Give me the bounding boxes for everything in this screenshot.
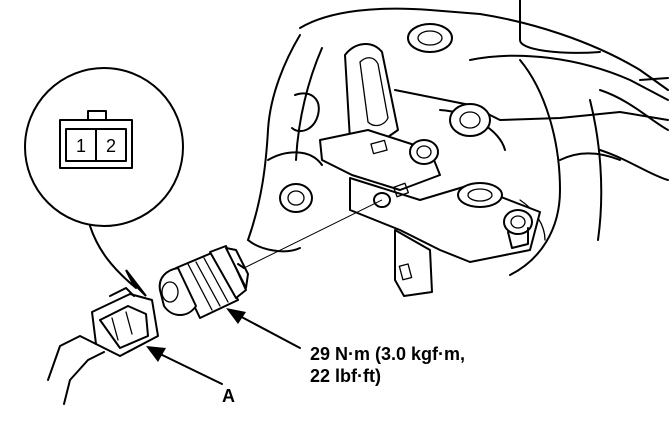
torque-spec-line-1: 29 N·m (3.0 kgf·m, xyxy=(310,344,465,364)
mounting-bracket xyxy=(279,43,541,297)
pressure-switch xyxy=(158,245,249,319)
torque-leader-arrow xyxy=(226,308,301,349)
callout-a-leader-arrow xyxy=(146,346,223,385)
detail-leader-arrow xyxy=(89,225,147,297)
pin-1-label: 1 xyxy=(76,136,86,156)
connector-detail-callout: 1 2 xyxy=(24,67,184,227)
engine-block xyxy=(247,0,669,276)
callout-label-a: A xyxy=(222,386,235,406)
harness-connector-a xyxy=(47,287,159,405)
torque-spec-line-2: 22 lbf·ft) xyxy=(310,366,381,386)
install-axis xyxy=(239,199,383,271)
pin-2-label: 2 xyxy=(106,136,116,156)
